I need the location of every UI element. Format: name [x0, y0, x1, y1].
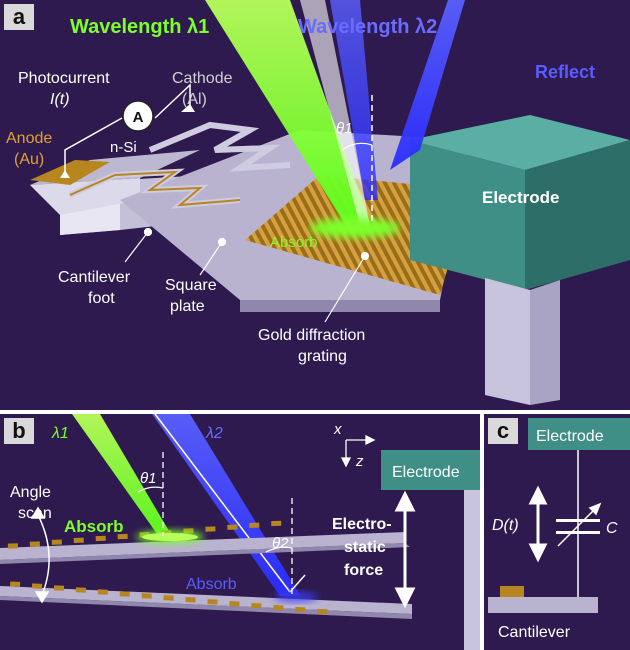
axis-z-label: z	[355, 453, 364, 470]
theta1-label-a: θ1	[336, 120, 352, 137]
cathode-material: (Al)	[182, 91, 207, 108]
ammeter-label: A	[133, 109, 144, 126]
capacitor-plate-bottom	[556, 531, 600, 534]
panel-label-c: c	[497, 418, 509, 443]
electrode-block-b	[381, 450, 480, 490]
anode-material: (Au)	[14, 151, 44, 168]
panel-divider-h	[0, 410, 630, 414]
panel-label-box-c	[488, 418, 518, 444]
cathode-label: Cathode	[172, 70, 233, 87]
absorb-glow-a	[310, 218, 400, 238]
panel-label-box-a	[4, 4, 34, 30]
panel-label-box-b	[4, 418, 34, 444]
distance-label-c: D(t)	[492, 517, 519, 534]
lambda1-label-b: λ1	[51, 425, 69, 442]
panel-label-b: b	[12, 418, 25, 443]
panel-divider-v	[480, 414, 484, 650]
force-label-3: force	[344, 562, 383, 579]
electrode-label-b: Electrode	[392, 464, 460, 481]
cantilever-foot-label-2: foot	[88, 290, 115, 307]
serpentine-gold	[69, 170, 241, 207]
angle-scan-label-2: scan	[18, 505, 52, 522]
anode-label: Anode	[6, 130, 52, 147]
absorb-glow-blue-b	[274, 593, 318, 601]
grating-label-1: Gold diffraction	[258, 327, 365, 344]
grating-label-2: grating	[298, 348, 347, 365]
angle-scan-arrow-icon	[30, 506, 50, 604]
ammeter-symbol	[122, 100, 154, 132]
cantilever-c	[488, 597, 598, 613]
theta1-arc-b	[137, 486, 164, 493]
distance-arrow-icon	[528, 485, 548, 563]
blue-beam-reflect-a	[390, 0, 465, 170]
green-beam-b	[72, 414, 172, 538]
axes-icon	[340, 434, 376, 468]
photocurrent-label: Photocurrent	[18, 70, 110, 87]
green-beam-a	[205, 0, 370, 224]
angle-scan-label-1: Angle	[10, 484, 51, 501]
cantilever-foot-label-1: Cantilever	[58, 269, 131, 286]
force-label-2: static	[344, 539, 386, 556]
square-plate-label-1: Square	[165, 277, 217, 294]
absorb-green-label-b: Absorb	[64, 517, 124, 536]
ammeter-circuit	[64, 83, 191, 175]
gold-pad-c	[500, 586, 524, 598]
axis-x-label: x	[333, 421, 342, 438]
electrode-label-c: Electrode	[536, 428, 604, 445]
blue-beam-edge	[154, 413, 291, 593]
theta2-arc-b	[265, 546, 293, 553]
anode-pad	[30, 160, 110, 185]
absorb-spot-green-b	[142, 533, 198, 541]
substrate-label: n-Si	[110, 139, 137, 156]
leader-lines-a	[124, 227, 370, 323]
cantilever-label-c: Cantilever	[498, 624, 571, 641]
anode-arrow-icon	[60, 170, 70, 178]
panel-label-a: a	[13, 4, 26, 29]
theta1-label-b: θ1	[140, 470, 156, 487]
capacitance-label-c: C	[606, 520, 618, 537]
force-label-1: Electro-	[332, 516, 392, 533]
electrode-label-a: Electrode	[482, 188, 559, 207]
absorb-blue-label-b: Absorb	[186, 576, 237, 593]
absorb-label-a: Absorb	[270, 234, 318, 251]
green-beam-highlight	[300, 0, 370, 225]
beam1-label: Wavelength λ1	[70, 16, 209, 38]
grating-lower-b	[9, 581, 328, 615]
theta2-label-b: θ2	[272, 535, 289, 552]
cathode-arrow-icon	[181, 104, 195, 112]
blue-beam-in-a	[330, 0, 378, 200]
capacitor-plate-top	[556, 519, 600, 522]
reflect-label: Reflect	[535, 62, 595, 82]
square-plate-label-2: plate	[170, 298, 205, 315]
force-arrow-icon	[394, 490, 416, 609]
beam2-label: Wavelength λ2	[298, 16, 437, 38]
theta1-arc-a	[341, 142, 373, 151]
current-symbol: I(t)	[50, 91, 70, 108]
lambda2-label-b: λ2	[205, 425, 223, 442]
cantilever-upper-b	[0, 532, 410, 564]
electrode-block-c	[528, 418, 630, 450]
electrode-block-a	[410, 115, 630, 405]
electrode-support-b	[464, 490, 480, 650]
variable-capacitor-arrow-icon	[557, 502, 602, 547]
